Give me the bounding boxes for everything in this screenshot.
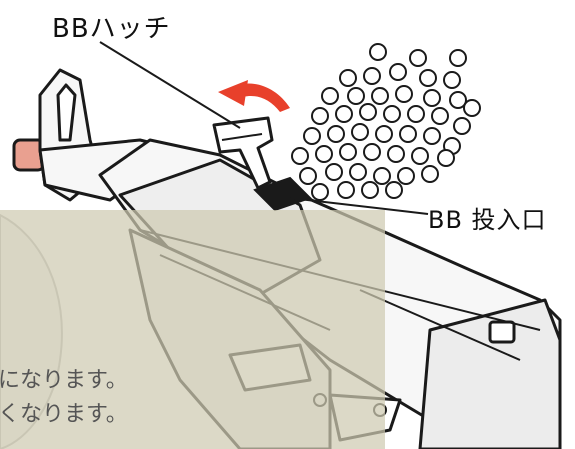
bb-pellet-icon xyxy=(463,99,481,117)
bb-pellet-icon xyxy=(359,103,377,121)
bb-pellet-icon xyxy=(321,87,339,105)
bb-pellet-icon xyxy=(315,145,333,163)
bb-pellet-icon xyxy=(407,105,425,123)
bb-pellet-icon xyxy=(383,105,401,123)
bb-pellet-icon xyxy=(443,71,461,89)
bb-pellet-icon xyxy=(291,147,309,165)
bb-pellet-icon xyxy=(347,87,365,105)
bb-pellet-icon xyxy=(335,105,353,123)
caption-line-1: になります。 xyxy=(0,368,128,393)
translucent-overlay xyxy=(0,210,385,449)
bb-pellet-icon xyxy=(409,49,427,67)
hatch-leader-line xyxy=(99,41,241,129)
bb-pellet-icon xyxy=(303,127,321,145)
bb-pellet-icon xyxy=(351,123,369,141)
bb-pellet-icon xyxy=(389,63,407,81)
bb-pellet-icon xyxy=(339,143,357,161)
bb-pellet-icon xyxy=(299,167,317,185)
bb-pellet-icon xyxy=(437,149,455,167)
bb-pellet-icon xyxy=(349,163,367,181)
bb-pellet-icon xyxy=(325,163,343,181)
bb-pellet-icon xyxy=(431,107,449,125)
bb-pellet-icon xyxy=(371,87,389,105)
bb-pellet-icon xyxy=(373,167,391,185)
bb-port xyxy=(253,176,312,212)
bb-pellet-icon xyxy=(419,69,437,87)
bb-pellet-icon xyxy=(449,91,467,109)
caption-line-2: くなります。 xyxy=(0,402,128,427)
bb-pellet-icon xyxy=(423,127,441,145)
bb-pellet-icon xyxy=(399,125,417,143)
port-leader-line xyxy=(289,197,429,215)
bb-pellet-icon xyxy=(397,167,415,185)
bb-pellet-icon xyxy=(411,147,429,165)
bb-pellet-icon xyxy=(311,183,329,201)
bb-hatch-label: BBハッチ xyxy=(52,14,171,44)
bb-pellet-icon xyxy=(453,117,471,135)
bb-pellet-icon xyxy=(369,43,387,61)
bb-pellet-icon xyxy=(387,145,405,163)
bb-pellet-icon xyxy=(361,181,379,199)
bb-pellet-icon xyxy=(337,181,355,199)
bb-pellet-icon xyxy=(423,89,441,107)
bb-pellet-icon xyxy=(449,49,467,67)
bb-hatch xyxy=(212,116,274,190)
bb-pellet-icon xyxy=(395,85,413,103)
rear-sight xyxy=(488,320,516,344)
bb-port-label: BB 投入口 xyxy=(428,206,547,234)
bb-pellet-icon xyxy=(363,143,381,161)
bb-pellet-icon xyxy=(363,67,381,85)
bb-pellet-icon xyxy=(327,125,345,143)
bb-pellet-icon xyxy=(385,181,403,199)
bb-pellet-icon xyxy=(375,125,393,143)
bb-pellet-cloud xyxy=(291,43,481,201)
bb-pellet-icon xyxy=(311,107,329,125)
red-curved-arrow-icon xyxy=(218,80,290,112)
bb-pellet-icon xyxy=(421,165,439,183)
bb-pellet-icon xyxy=(339,69,357,87)
